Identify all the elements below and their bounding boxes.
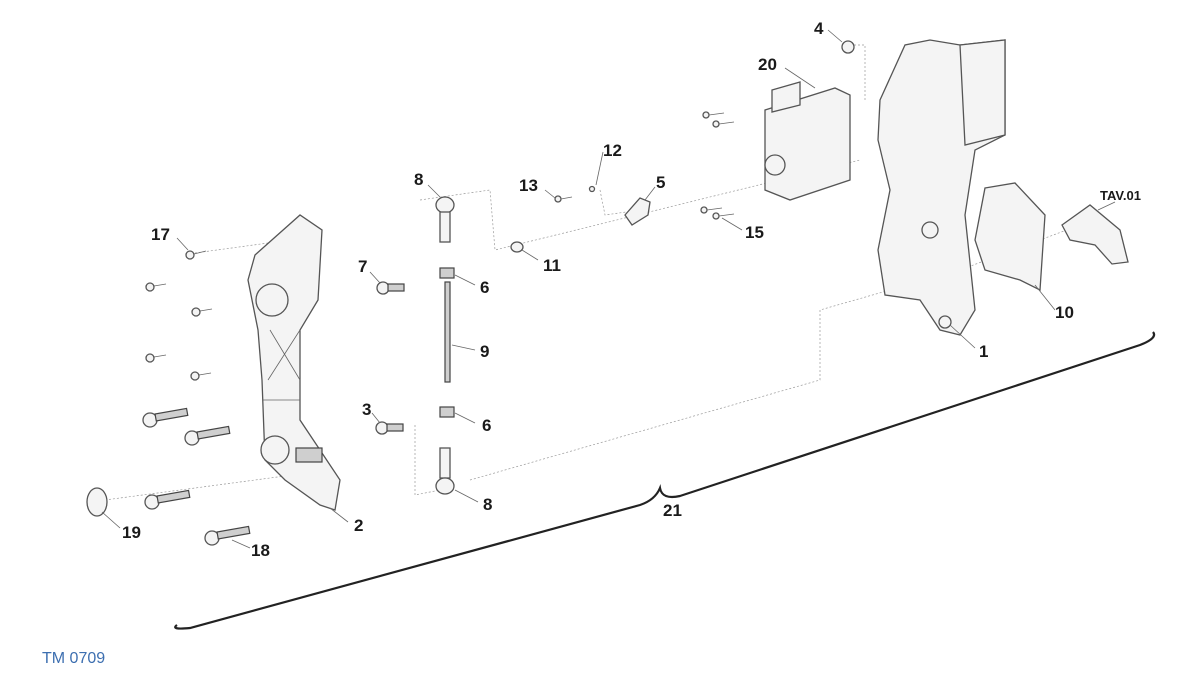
linkage-parts: [375, 185, 651, 495]
callout-labels: 4 20 12 13 5 8 15 TAV.01 17 7 11 6 9 10 …: [122, 19, 1141, 560]
callout-17: 17: [151, 225, 170, 244]
callout-8-top: 8: [414, 170, 423, 189]
callout-6-bottom: 6: [482, 416, 491, 435]
part-19-oring: [86, 487, 108, 517]
screws-left: [86, 250, 251, 546]
callout-3: 3: [362, 400, 371, 419]
callout-13: 13: [519, 176, 538, 195]
part-2-plate: [247, 214, 341, 511]
callout-6-top: 6: [480, 278, 489, 297]
callout-11: 11: [543, 256, 561, 275]
drawing-code: TM 0709: [42, 650, 106, 667]
callout-21: 21: [663, 501, 682, 520]
part-20-servo: [700, 40, 855, 220]
callout-18: 18: [251, 541, 270, 560]
callout-leaders: [101, 29, 1116, 549]
callout-7: 7: [358, 257, 367, 276]
callout-10: 10: [1055, 303, 1074, 322]
callout-2: 2: [354, 516, 363, 535]
tav01-bracket: [1061, 204, 1129, 265]
callout-5: 5: [656, 173, 665, 192]
callout-4: 4: [814, 19, 824, 38]
assembly-brace: [174, 331, 1156, 630]
callout-9: 9: [480, 342, 489, 361]
callout-1: 1: [979, 342, 988, 361]
callout-15: 15: [745, 223, 764, 242]
callout-tav01: TAV.01: [1100, 188, 1141, 203]
callout-19: 19: [122, 523, 141, 542]
part-10-gasket: [974, 182, 1046, 292]
callout-12: 12: [603, 141, 622, 160]
part-1-housing: [877, 39, 1006, 336]
callout-20: 20: [758, 55, 777, 74]
callout-8-bottom: 8: [483, 495, 492, 514]
